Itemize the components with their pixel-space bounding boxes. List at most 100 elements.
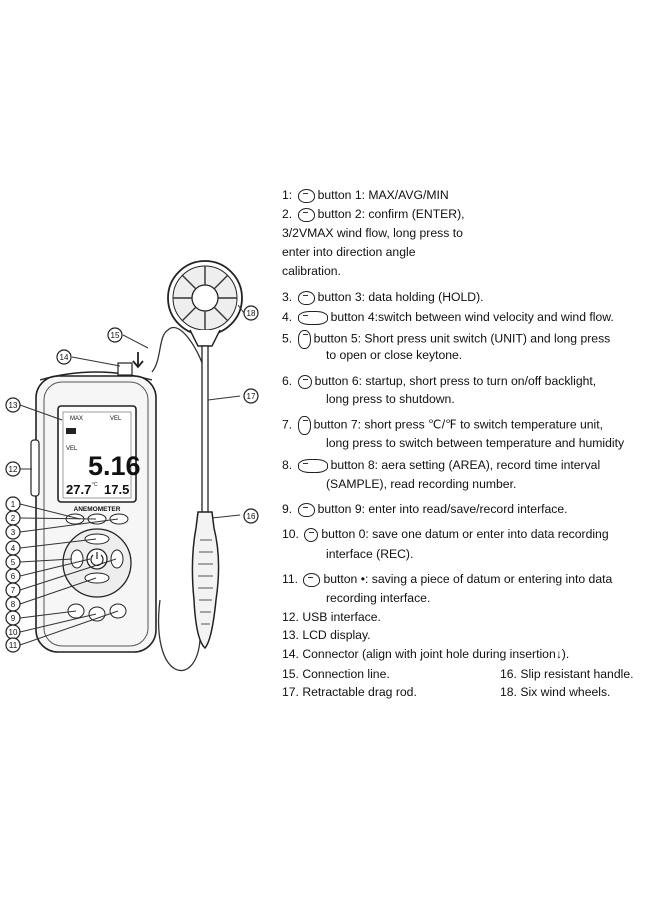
legend-text: (SAMPLE), read recording number.	[326, 477, 517, 491]
vel-flow-button-icon	[297, 310, 328, 325]
legend-number: 17.	[282, 685, 303, 699]
legend-text: button 5: Short press unit switch (UNIT)…	[313, 331, 611, 346]
legend-line: 12. USB interface.	[282, 610, 381, 625]
connection-line	[151, 326, 206, 376]
legend-line: 5. button 5: Short press unit switch (UN…	[282, 330, 610, 349]
legend-line: 7. button 7: short press ℃/℉ to switch t…	[282, 416, 603, 435]
rec-button-icon	[304, 527, 319, 542]
callout-14: 14	[60, 353, 69, 362]
legend-text: button 6: startup, short press to turn o…	[314, 374, 597, 388]
callout-13: 13	[9, 401, 18, 410]
callout-2: 2	[11, 514, 16, 523]
legend-text: button 2: confirm (ENTER),	[317, 207, 465, 221]
legend-line: 11. button •: saving a piece of datum or…	[282, 572, 612, 587]
legend-number: 2.	[282, 207, 296, 221]
legend-text: LCD display.	[302, 628, 371, 642]
legend-number: 12.	[282, 610, 303, 624]
callout-18: 18	[247, 309, 256, 318]
legend-text: recording interface.	[326, 591, 431, 605]
legend-text: USB interface.	[302, 610, 381, 624]
callout-10: 10	[9, 628, 18, 637]
legend-number: 6.	[282, 374, 296, 388]
callout-markers	[5, 305, 259, 653]
callout-16: 16	[247, 512, 256, 521]
callout-17: 17	[247, 392, 256, 401]
legend-line: 9. button 9: enter into read/save/record…	[282, 502, 568, 517]
slip-resistant-handle	[191, 511, 220, 650]
legend-number: 4.	[282, 310, 296, 324]
legend-line: 17. Retractable drag rod.	[282, 685, 417, 700]
legend-text: long press to switch between temperature…	[326, 436, 625, 450]
legend-text: long press to shutdown.	[326, 392, 455, 406]
legend-line: 2. button 2: confirm (ENTER),	[282, 207, 465, 222]
lcd-max-label: MAX	[70, 416, 83, 422]
legend-line: (SAMPLE), read recording number.	[326, 477, 516, 492]
legend-number: 16.	[500, 667, 521, 681]
lcd-temperature-reading: 27.7	[66, 482, 91, 497]
area-sample-button-icon	[297, 458, 328, 473]
legend-text: button 7: short press ℃/℉ to switch temp…	[313, 417, 604, 432]
legend-number: 7.	[282, 417, 296, 432]
legend-text: calibration.	[282, 264, 341, 278]
legend-text: button 0: save one datum or enter into d…	[321, 527, 609, 541]
max-avg-min-button-icon	[297, 188, 315, 203]
legend-text: button 4:switch between wind velocity an…	[330, 310, 614, 324]
legend-line: 15. Connection line.	[282, 667, 390, 682]
legend-line: to open or close keytone.	[326, 348, 462, 363]
legend-text: Connector (align with joint hole during …	[302, 647, 570, 661]
legend-line: 18. Six wind wheels.	[500, 685, 610, 700]
legend-number: 10.	[282, 527, 303, 541]
anemometer-body	[30, 352, 157, 653]
hold-button-icon	[297, 290, 315, 305]
legend-line: 4. button 4:switch between wind velocity…	[282, 310, 614, 325]
callout-15: 15	[111, 331, 120, 340]
legend-line: 3/2VMAX wind flow, long press to	[282, 226, 463, 241]
legend-line: long press to shutdown.	[326, 392, 455, 407]
callout-8: 8	[11, 600, 16, 609]
legend-text: Retractable drag rod.	[302, 685, 417, 699]
legend-line: 13. LCD display.	[282, 628, 371, 643]
legend-number: 15.	[282, 667, 303, 681]
legend-line: enter into direction angle	[282, 245, 415, 260]
legend-line: 16. Slip resistant handle.	[500, 667, 633, 682]
vane-probe	[167, 260, 243, 650]
callout-4: 4	[11, 544, 16, 553]
legend-text: 3/2VMAX wind flow, long press to	[282, 226, 463, 240]
callout-12: 12	[9, 465, 18, 474]
legend-number: 9.	[282, 502, 296, 516]
lcd-vel-label: VEL	[66, 446, 78, 452]
lcd-main-reading: 5.16	[88, 451, 141, 481]
legend-line: 10. button 0: save one datum or enter in…	[282, 527, 609, 542]
legend-text: button 9: enter into read/save/record in…	[317, 502, 568, 516]
legend-text: interface (REC).	[326, 547, 414, 561]
legend-line: 6. button 6: startup, short press to tur…	[282, 374, 596, 389]
legend-text: enter into direction angle	[282, 245, 416, 259]
unit-button-icon	[297, 330, 311, 349]
legend-line: calibration.	[282, 264, 341, 279]
callout-3: 3	[11, 528, 16, 537]
legend-number: 8.	[282, 458, 296, 472]
legend-line: 1: button 1: MAX/AVG/MIN	[282, 188, 449, 203]
device-brand-label: ANEMOMETER	[74, 506, 121, 513]
callout-leaders	[19, 304, 245, 646]
dot-button-icon	[303, 572, 321, 587]
legend-line: 8. button 8: aera setting (AREA), record…	[282, 458, 600, 473]
callout-6: 6	[11, 572, 16, 581]
read-button-icon	[297, 502, 315, 517]
legend-text: button 1: MAX/AVG/MIN	[317, 188, 449, 202]
lcd-temperature-unit: °C	[92, 482, 98, 488]
legend-number: 3.	[282, 290, 296, 304]
legend-text: Six wind wheels.	[520, 685, 611, 699]
legend-text: button 8: aera setting (AREA), record ti…	[330, 458, 601, 472]
lcd-secondary-reading: 17.5	[104, 482, 129, 497]
legend-line: 14. Connector (align with joint hole dur…	[282, 647, 569, 662]
legend-text: Slip resistant handle.	[520, 667, 634, 681]
legend-number: 13.	[282, 628, 303, 642]
power-button-icon	[297, 374, 312, 389]
legend-line: long press to switch between temperature…	[326, 436, 624, 451]
legend-line: recording interface.	[326, 591, 430, 606]
enter-button-icon	[297, 207, 315, 222]
callout-1: 1	[11, 500, 16, 509]
legend-number: 11.	[282, 572, 302, 586]
